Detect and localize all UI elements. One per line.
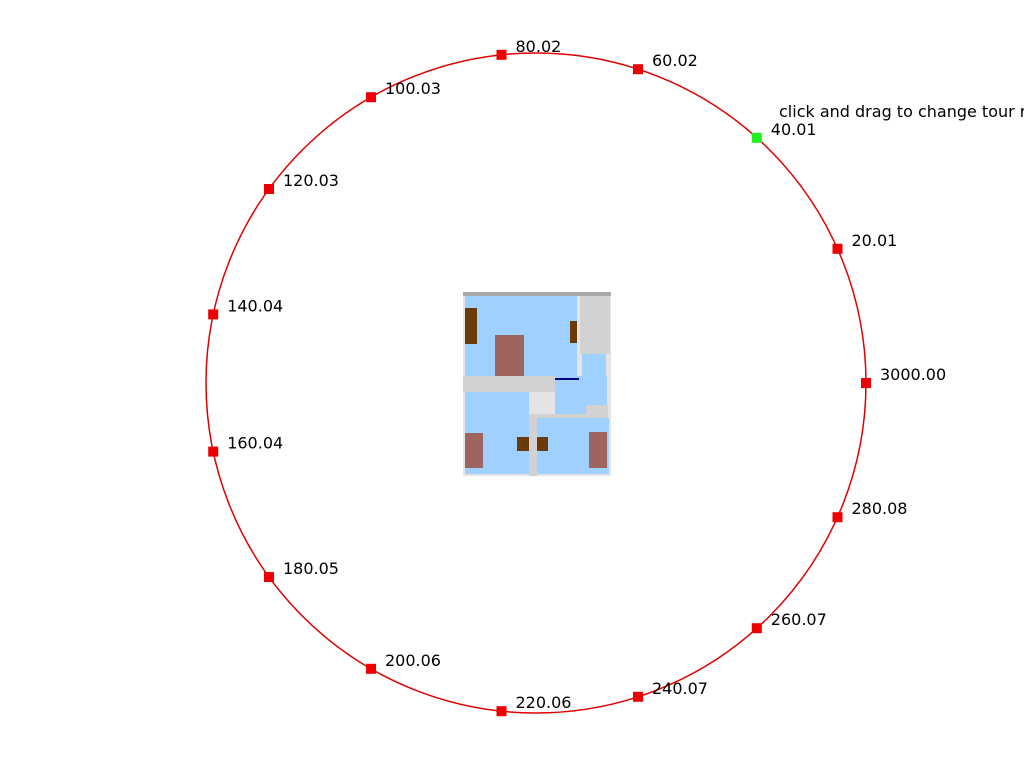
room-connector [582, 354, 606, 376]
waypoint-handle[interactable] [496, 49, 507, 60]
waypoint-handle[interactable] [366, 663, 376, 674]
bed-lower-right [589, 432, 607, 468]
waypoint-label: 260.07 [771, 610, 827, 629]
waypoint-handle[interactable] [832, 512, 843, 523]
waypoint-group[interactable]: 3000.00 20.01 40.01 60.02 80.02 100.03 120.03 1… [208, 37, 946, 717]
waypoint-handle[interactable] [208, 446, 219, 457]
waypoint-handle[interactable] [264, 572, 274, 582]
wall-right-stub [586, 405, 608, 419]
corridor-left [463, 376, 555, 392]
hall-upper-right [580, 296, 610, 354]
doorway-marker [555, 378, 579, 380]
waypoint-handle[interactable] [496, 706, 507, 717]
floor-plan-map [463, 292, 611, 476]
waypoint-handle[interactable] [208, 309, 219, 320]
selected-waypoint-handle[interactable] [751, 132, 762, 143]
furniture-wardrobe [465, 308, 477, 344]
furniture-chair-left [517, 437, 529, 451]
bed-lower-left [465, 433, 483, 468]
waypoint-label: 60.02 [652, 51, 698, 70]
waypoint-label: 180.05 [283, 559, 339, 578]
waypoint-label: 280.08 [852, 499, 908, 518]
wall-lower-top [537, 414, 587, 418]
waypoint-label: 240.07 [652, 679, 708, 698]
waypoint-label: 120.03 [283, 171, 339, 190]
waypoint-handle[interactable] [832, 243, 843, 254]
floor-plan-top-wall [463, 292, 611, 296]
waypoint-label: 40.01 [771, 120, 817, 139]
waypoint-label: 3000.00 [880, 365, 946, 384]
waypoint-label: 200.06 [385, 651, 441, 670]
waypoint-label: 20.01 [852, 231, 898, 250]
waypoint-label: 160.04 [227, 434, 283, 453]
waypoint-handle[interactable] [264, 184, 274, 194]
waypoint-label: 220.06 [516, 693, 572, 712]
waypoint-label: 100.03 [385, 79, 441, 98]
waypoint-label: 140.04 [227, 296, 283, 315]
drag-hint-text: click and drag to change tour r [779, 102, 1024, 121]
waypoint-handle[interactable] [861, 378, 871, 388]
bed-upper [495, 335, 524, 376]
furniture-nightstand [570, 321, 577, 343]
waypoint-handle[interactable] [366, 92, 376, 103]
waypoint-handle[interactable] [633, 64, 643, 75]
wall-lower-divider [529, 414, 537, 476]
waypoint-handle[interactable] [633, 691, 643, 702]
waypoint-handle[interactable] [751, 623, 762, 634]
waypoint-label: 80.02 [516, 37, 562, 56]
furniture-chair-right [537, 437, 548, 451]
